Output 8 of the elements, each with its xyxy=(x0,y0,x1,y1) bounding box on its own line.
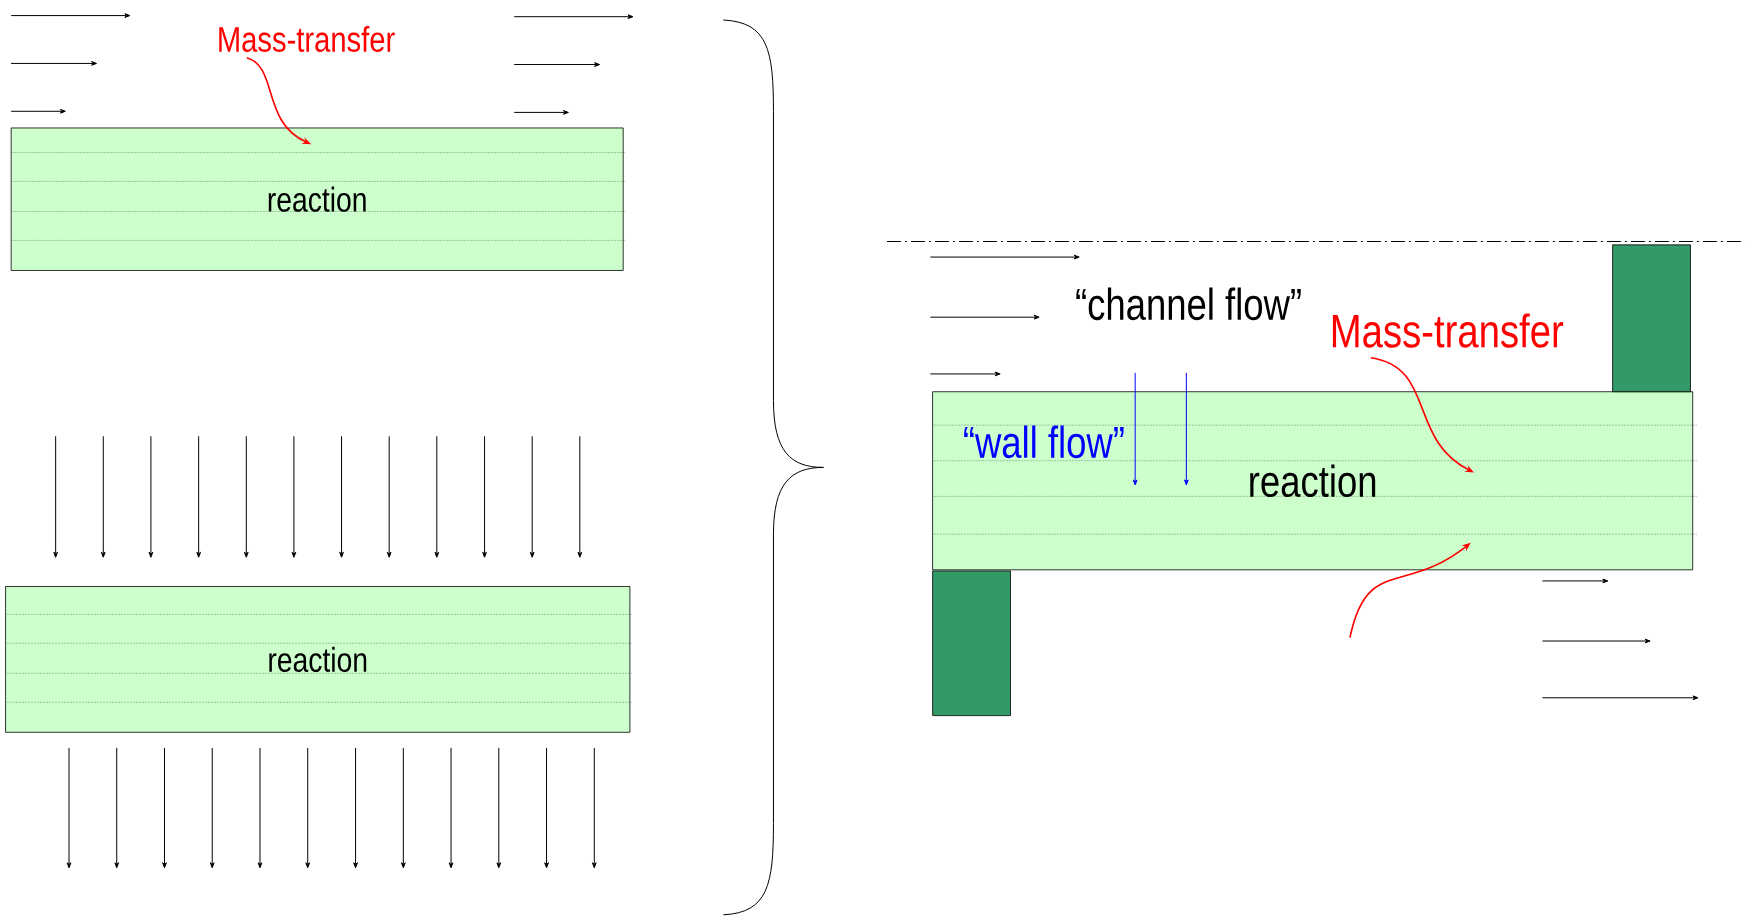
mass-transfer-label: Mass-transfer xyxy=(219,25,395,52)
mass-transfer-label: Mass-transfer xyxy=(1332,313,1564,348)
wall-block xyxy=(932,570,1011,716)
channel-flow-label: “channel flow” xyxy=(1076,287,1301,321)
wall-block xyxy=(1612,244,1691,393)
wall-flow-label: “wall flow” xyxy=(964,425,1124,459)
reaction-box: reaction xyxy=(5,586,631,733)
reaction-box: reaction xyxy=(10,127,624,271)
